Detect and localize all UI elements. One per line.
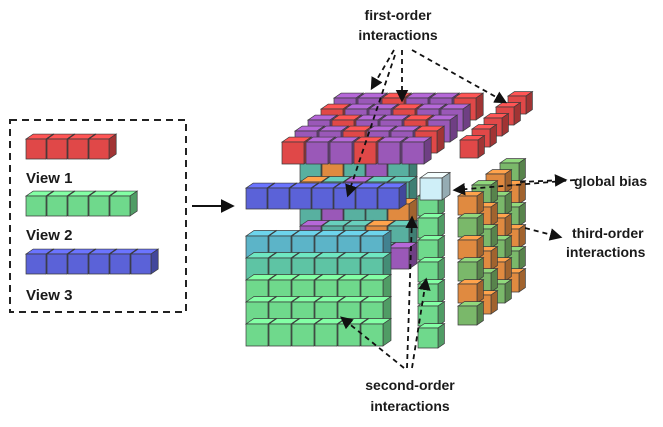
legend-cube xyxy=(87,133,118,160)
third-order-label-line2: interactions xyxy=(566,244,646,260)
green-column-cube xyxy=(416,278,446,305)
third-order-arrow xyxy=(524,227,563,241)
right-slab-cube xyxy=(456,212,485,238)
red-column-cube xyxy=(458,134,486,159)
legend-view2-row xyxy=(24,190,139,217)
first-order-blue-row xyxy=(244,182,408,210)
second-order-arrow-right xyxy=(411,277,431,369)
annotation-arrows xyxy=(340,49,576,369)
second-order-label-line1: second-order xyxy=(365,377,455,393)
first-order-top-slab xyxy=(280,92,485,165)
green-column-cube xyxy=(416,322,446,349)
legend-view1-row xyxy=(24,133,118,160)
green-column-cube xyxy=(416,234,446,261)
blue-row-cube xyxy=(376,182,408,210)
legend-view3-row xyxy=(24,248,160,275)
global-bias-arrow-right xyxy=(519,174,568,187)
second-order-arrow-left xyxy=(340,316,405,369)
first-order-label-line2: interactions xyxy=(358,27,438,43)
first-order-arrow-blue xyxy=(345,54,396,198)
legend-cube xyxy=(108,190,139,217)
legend-view1-label: View 1 xyxy=(26,170,72,187)
right-slab-cube xyxy=(456,256,485,282)
green-column-cube xyxy=(416,256,446,283)
legend-view3-label: View 3 xyxy=(26,287,72,304)
top-slab-cube xyxy=(400,136,433,165)
right-slab-cube xyxy=(456,234,485,260)
front-slab-cube xyxy=(359,317,393,347)
right-slab-cube xyxy=(456,190,485,216)
global-bias-label: global bias xyxy=(574,173,647,189)
second-order-arrow-mid xyxy=(405,215,418,369)
right-slab-cube xyxy=(456,300,485,326)
legend-view2-label: View 2 xyxy=(26,227,72,244)
tensor-cube xyxy=(244,90,534,349)
core-cube xyxy=(386,241,419,270)
first-order-red-column xyxy=(458,90,534,159)
green-column-cube xyxy=(416,300,446,327)
third-order-right-slab xyxy=(456,157,527,326)
green-column-cube xyxy=(416,212,446,239)
second-order-label-line2: interactions xyxy=(370,398,450,414)
legend-box xyxy=(9,119,187,313)
first-order-arrow-left xyxy=(370,49,395,91)
right-slab-cube xyxy=(456,278,485,304)
third-order-label-line1: third-order xyxy=(572,225,644,241)
second-order-front-slab xyxy=(244,229,393,347)
global-bias-cube xyxy=(418,171,452,201)
first-order-label-line1: first-order xyxy=(365,7,432,23)
second-order-green-column xyxy=(416,190,446,349)
legend-cube xyxy=(129,248,160,275)
global-bias-cube-face xyxy=(418,171,452,201)
